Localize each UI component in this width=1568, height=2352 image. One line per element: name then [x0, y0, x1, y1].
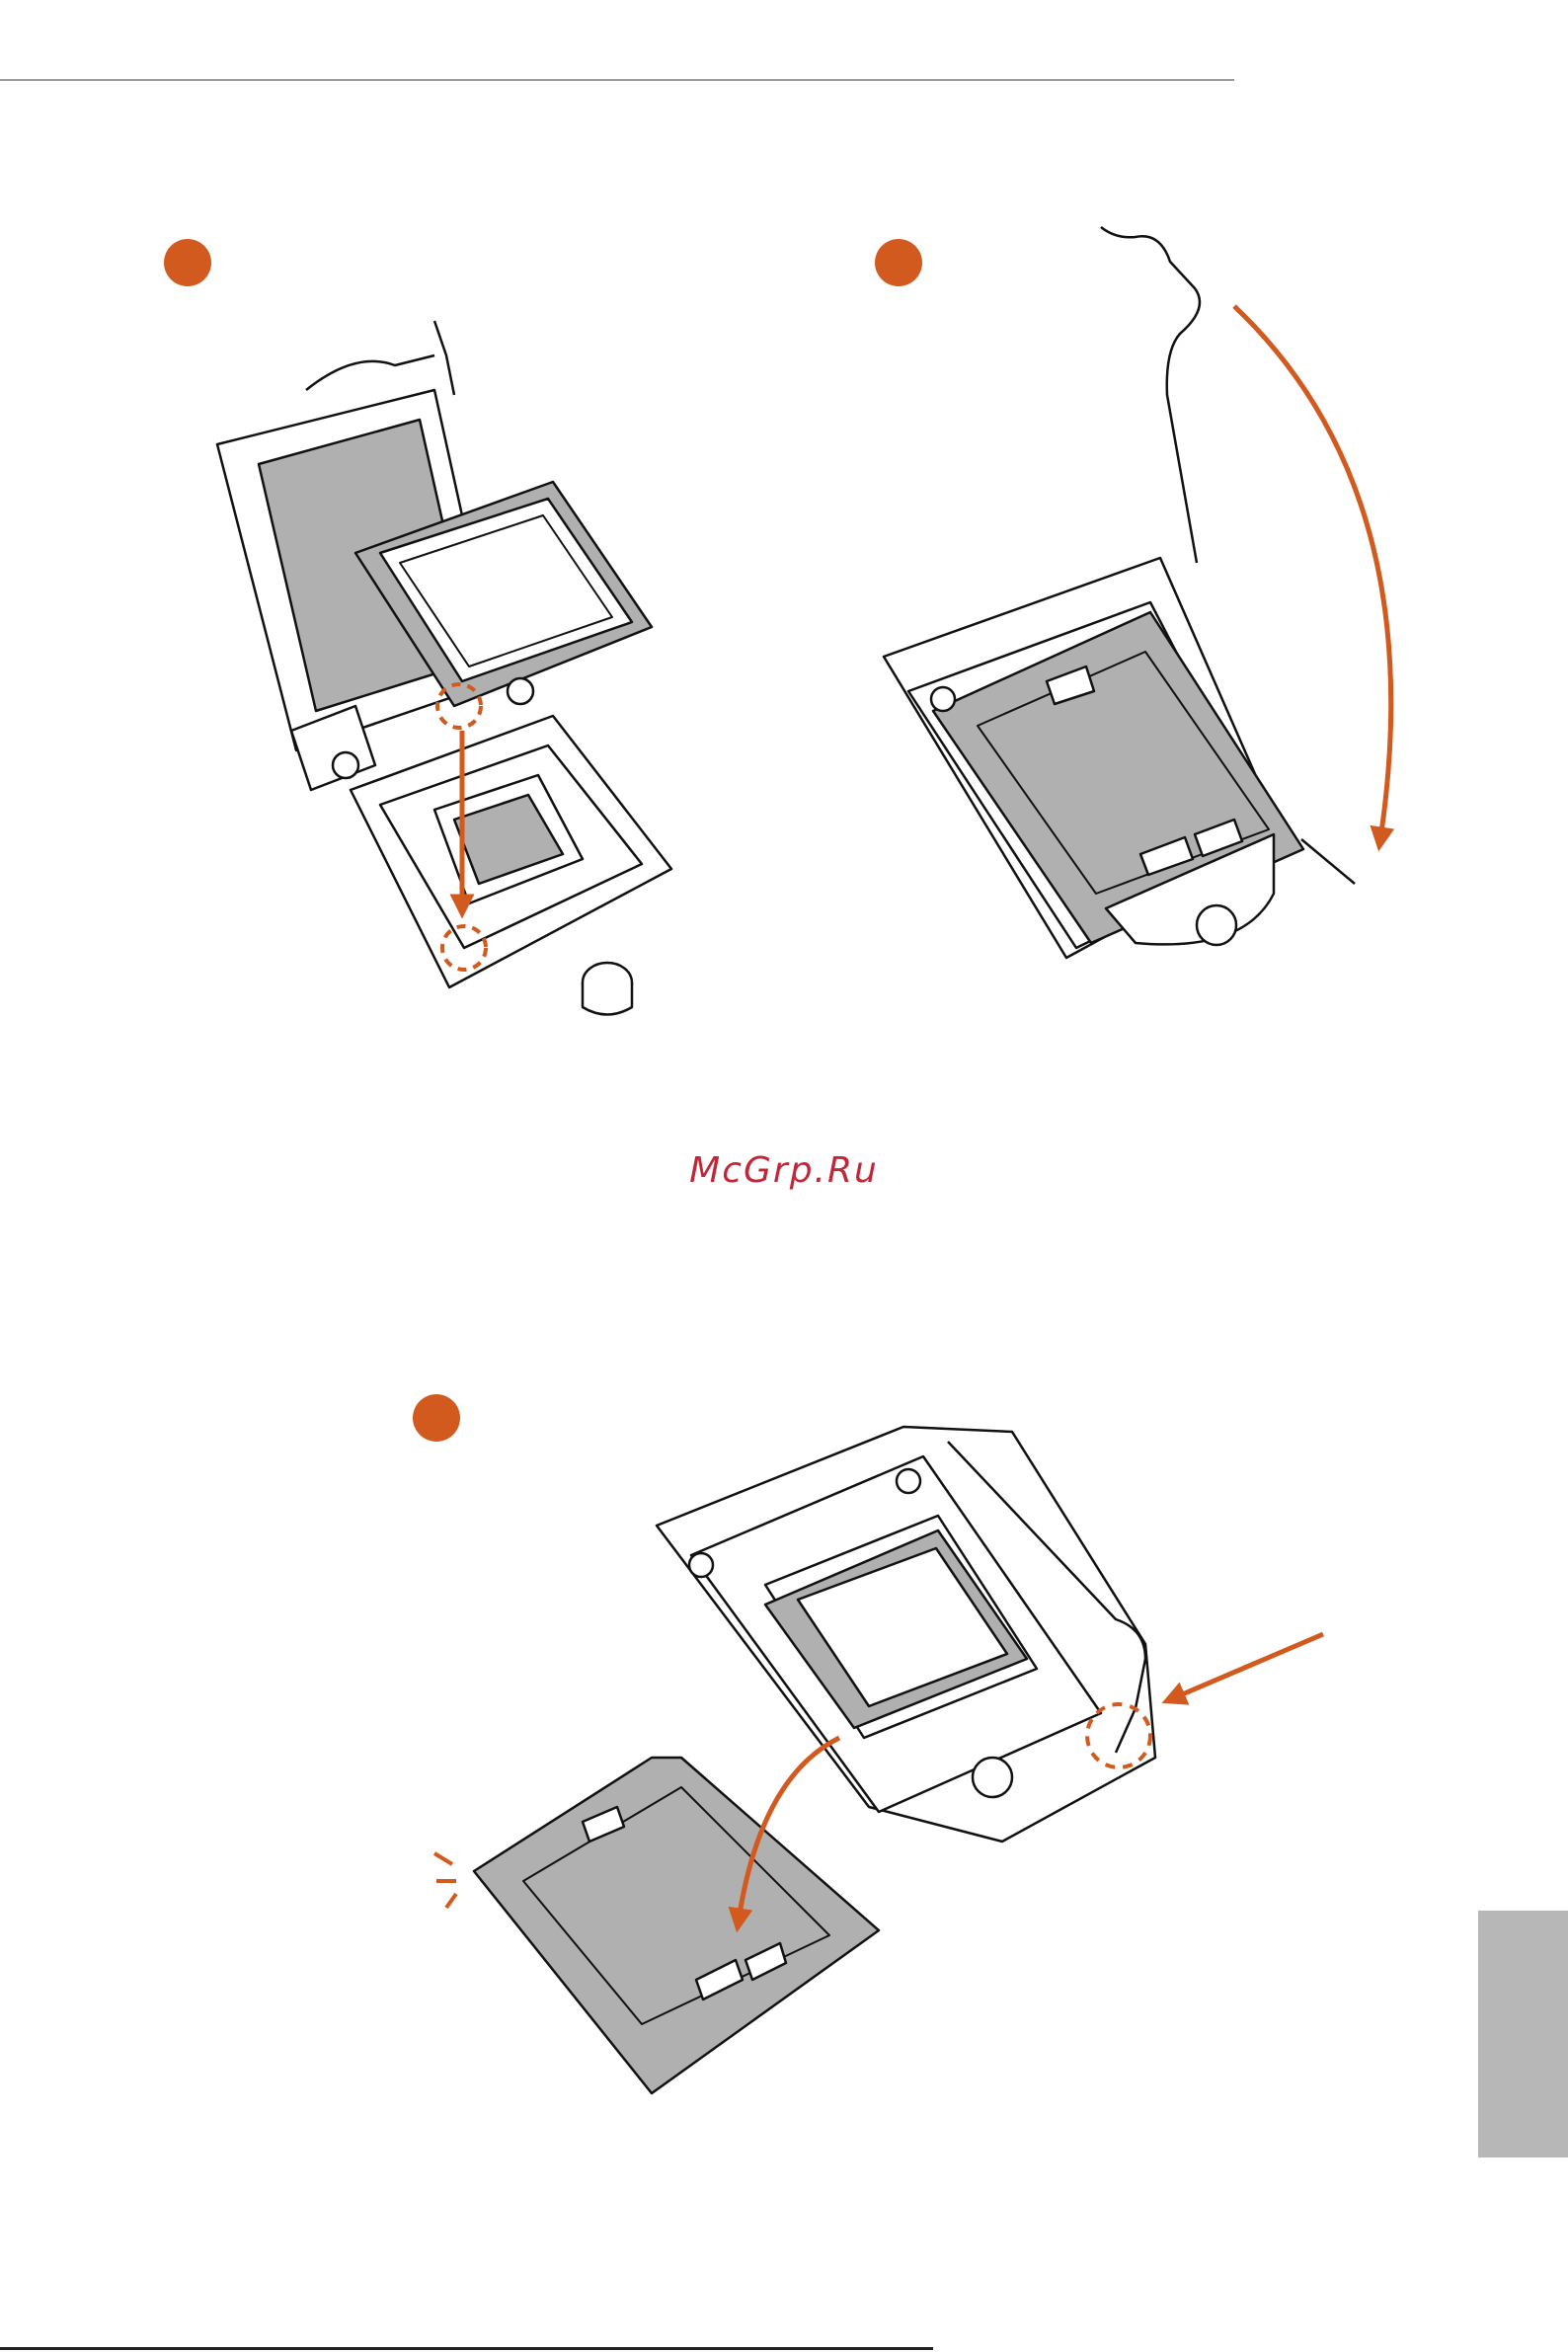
figure-close-load-plate	[884, 227, 1355, 958]
figure-2-close-arrow	[1234, 306, 1391, 839]
watermark: McGrp.Ru	[0, 1150, 1568, 1191]
chapter-tab	[1478, 1911, 1568, 2157]
footer-rule	[0, 2347, 933, 2350]
figure-remove-cap	[474, 1427, 1155, 2093]
figure-cpu-insertion	[217, 321, 671, 1015]
